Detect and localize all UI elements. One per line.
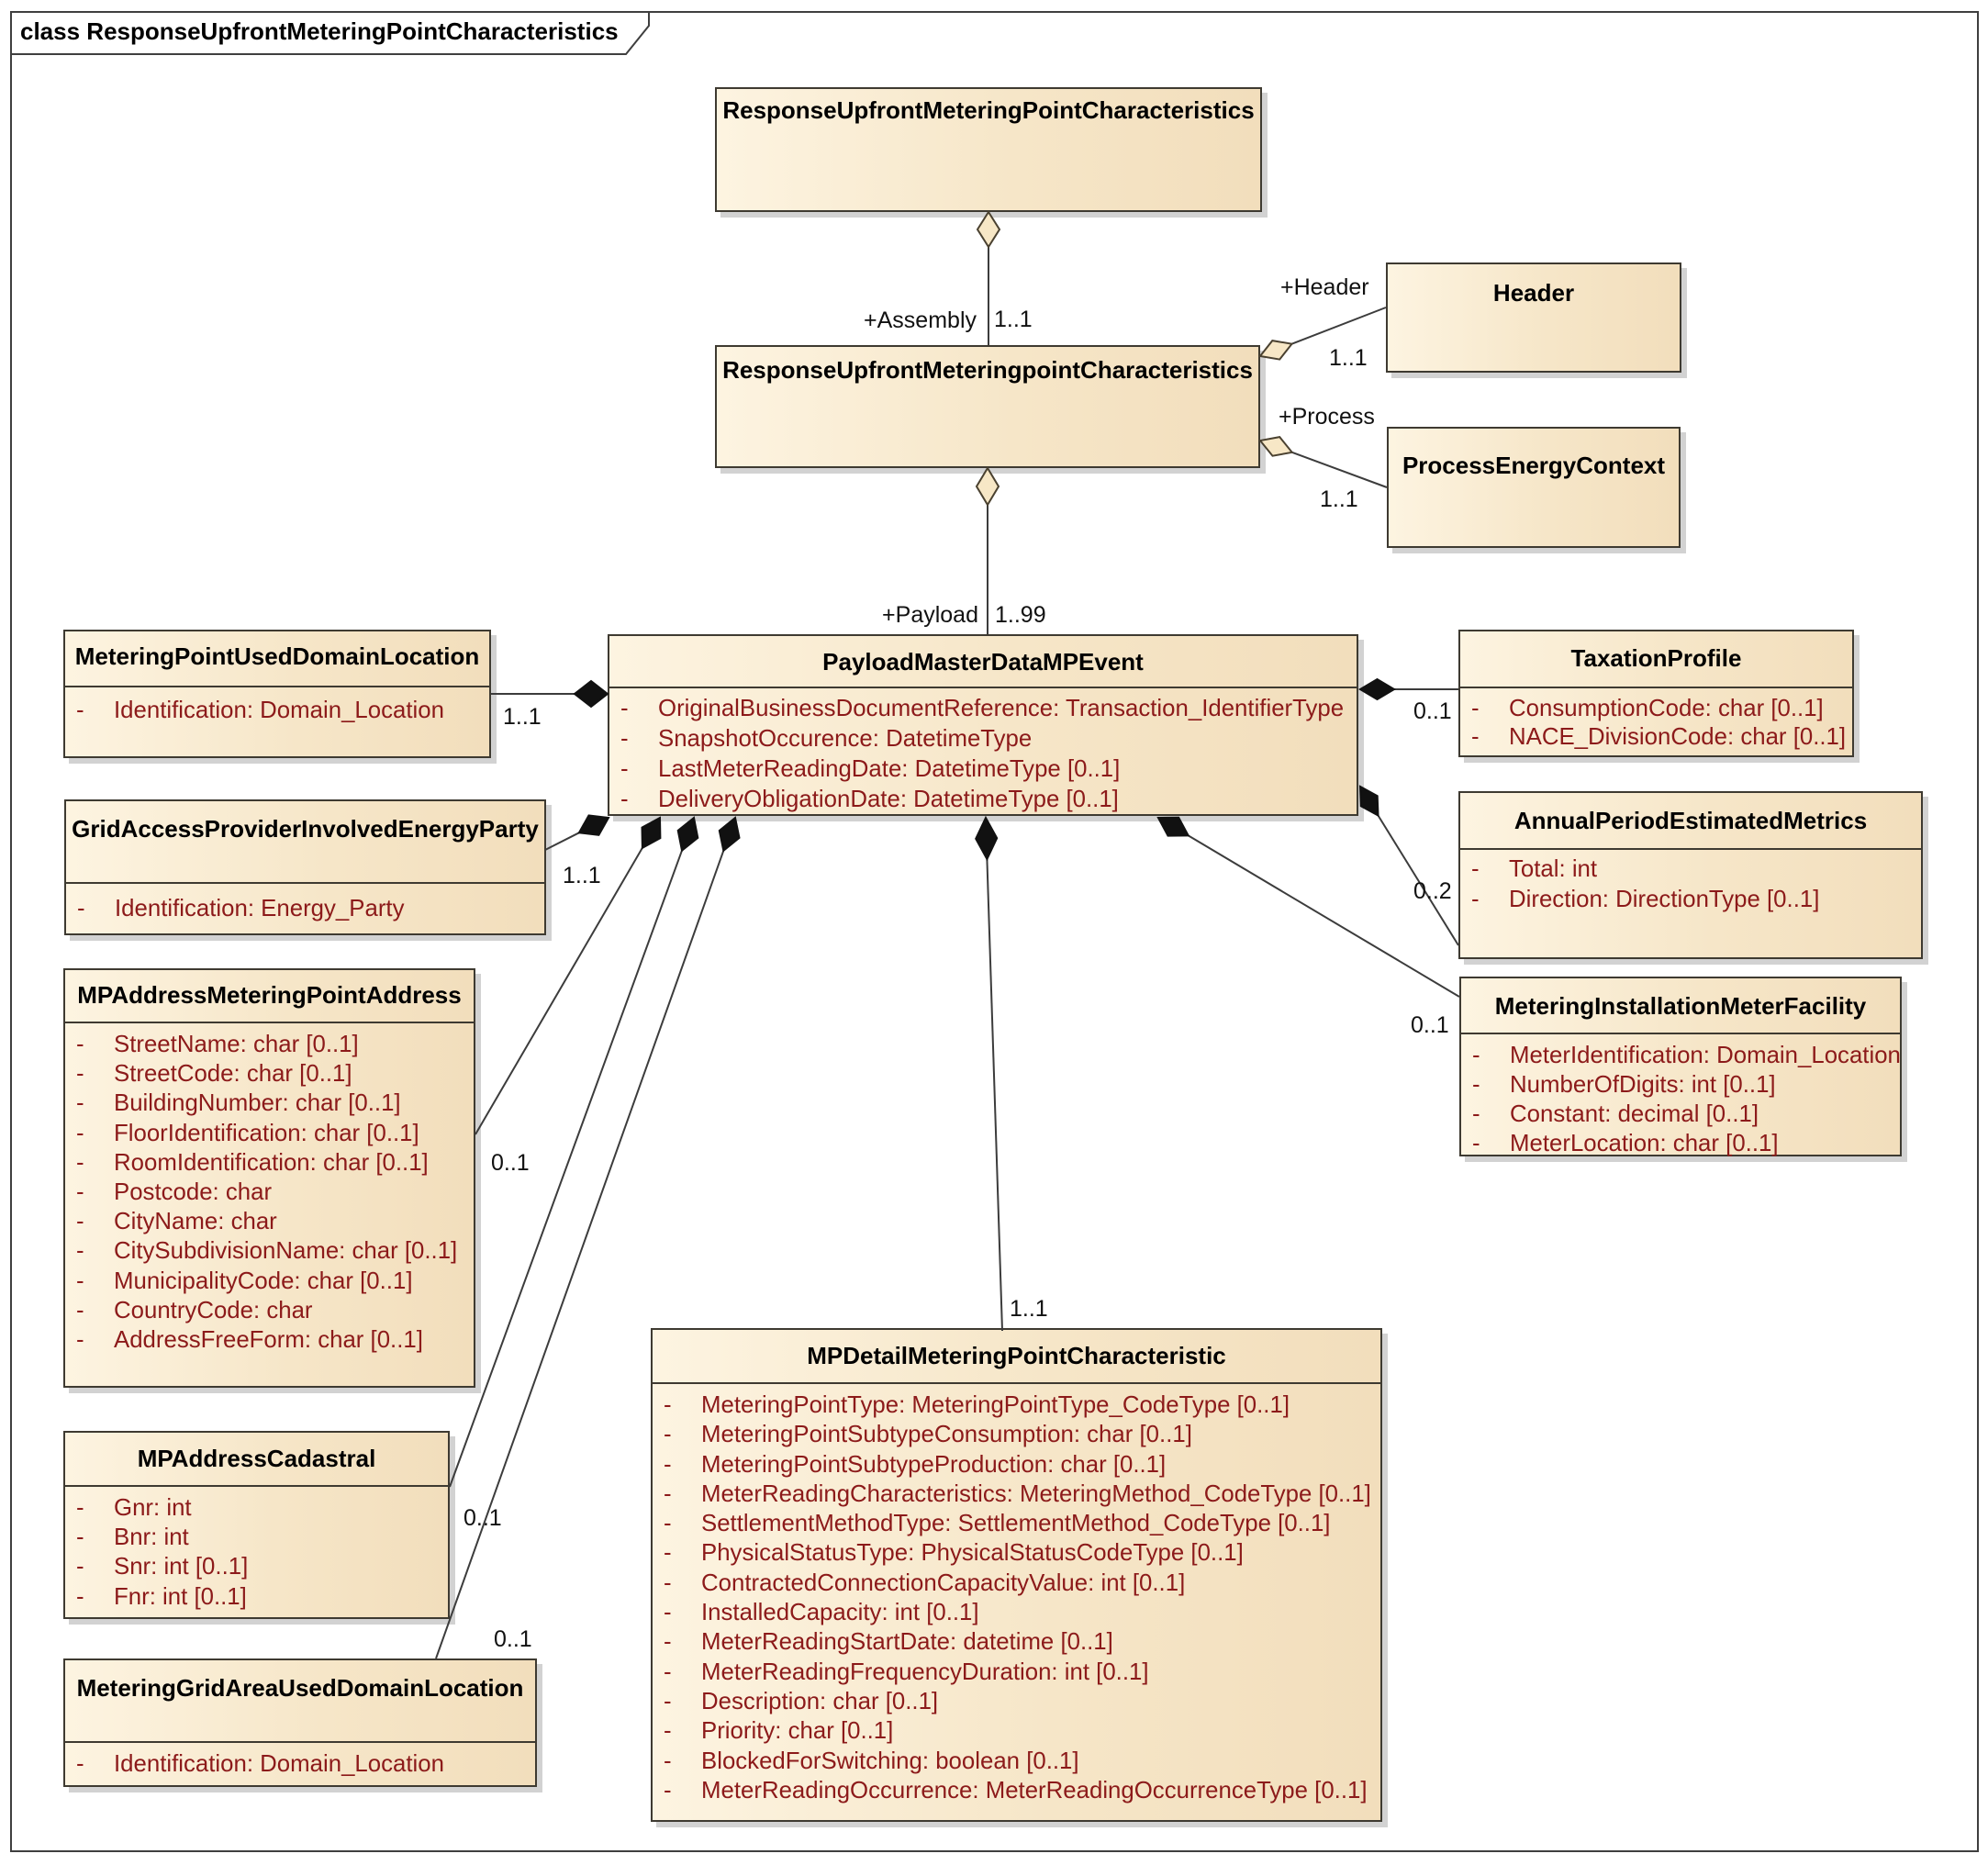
- svg-text:1..99: 1..99: [995, 602, 1046, 628]
- svg-text:0..1: 0..1: [494, 1626, 532, 1652]
- svg-text:1..1: 1..1: [1320, 486, 1358, 512]
- svg-text:1..1: 1..1: [503, 704, 542, 730]
- svg-text:1..1: 1..1: [1329, 345, 1368, 371]
- svg-text:1..1: 1..1: [994, 307, 1033, 332]
- svg-text:0..1: 0..1: [1411, 1012, 1449, 1038]
- svg-text:1..1: 1..1: [563, 863, 601, 888]
- svg-text:0..1: 0..1: [1413, 698, 1452, 724]
- svg-text:1..1: 1..1: [1010, 1296, 1048, 1322]
- svg-text:class ResponseUpfrontMeteringP: class ResponseUpfrontMeteringPointCharac…: [20, 17, 619, 45]
- svg-text:+Assembly: +Assembly: [864, 307, 977, 333]
- svg-text:+Process: +Process: [1279, 404, 1375, 430]
- svg-text:0..1: 0..1: [491, 1150, 530, 1176]
- svg-text:+Header: +Header: [1280, 274, 1369, 300]
- svg-text:0..2: 0..2: [1413, 878, 1452, 904]
- svg-text:+Payload: +Payload: [882, 602, 978, 628]
